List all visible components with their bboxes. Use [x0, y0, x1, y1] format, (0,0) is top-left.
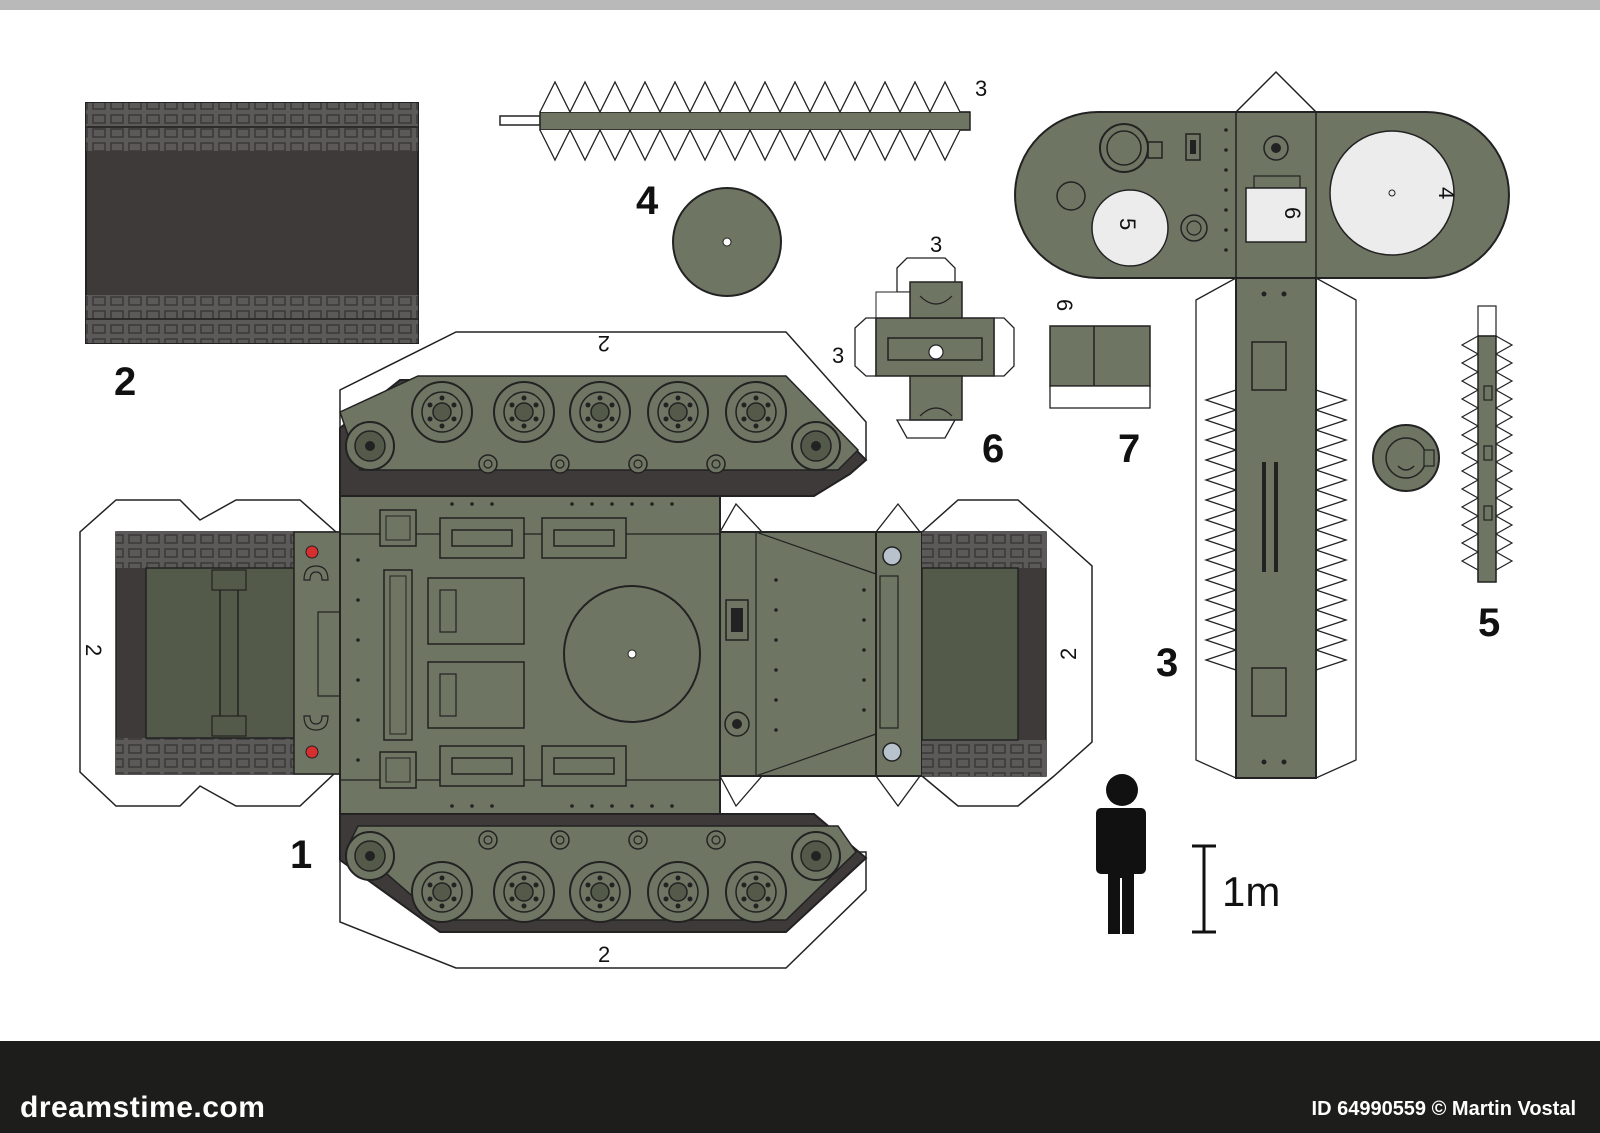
- scale-label: 1m: [1222, 868, 1280, 915]
- strip-mark-3: 3: [975, 76, 987, 101]
- footer-bar: dreamstime.com ID 64990559 © Martin Vost…: [0, 1041, 1600, 1133]
- top-strip: [0, 0, 1600, 10]
- part-6-net: [854, 257, 1015, 439]
- hull-mark-2-left: 2: [81, 644, 106, 656]
- part-7-box: [1049, 325, 1151, 409]
- part-2-label: 2: [114, 360, 136, 404]
- turret-mark-5: 5: [1115, 218, 1140, 230]
- part-7-mark-6: 6: [1052, 299, 1077, 311]
- part-5-label: 5: [1478, 601, 1500, 645]
- part-6-label: 6: [982, 427, 1004, 471]
- person-silhouette: [1096, 774, 1146, 934]
- hull-mark-2-bottom: 2: [598, 942, 610, 967]
- turret-mark-6: 6: [1280, 207, 1305, 219]
- part-5-strip: [1372, 305, 1514, 583]
- net-mark-3-top: 3: [930, 232, 942, 257]
- hull-mark-2-top: 2: [598, 331, 610, 356]
- part-4-strip: [499, 80, 971, 162]
- part-7-label: 7: [1118, 427, 1140, 471]
- part-2-track-sheet: [85, 102, 419, 344]
- part-1-label: 1: [290, 833, 312, 877]
- footer-brand[interactable]: dreamstime.com: [20, 1091, 266, 1124]
- part-3-label: 3: [1156, 641, 1178, 685]
- turret-mark-4: 4: [1434, 187, 1459, 199]
- net-mark-3-left: 3: [832, 343, 844, 368]
- scale-bar: [1192, 844, 1216, 934]
- hull-mark-2-right: 2: [1056, 648, 1081, 660]
- part-1-hull: [79, 331, 1093, 969]
- footer-credit: ID 64990559 © Martin Vostal: [1311, 1098, 1576, 1120]
- part-4-disc: [672, 187, 782, 297]
- part-3-turret: [1014, 70, 1510, 780]
- part-4-label: 4: [636, 179, 659, 223]
- paper-model-sheet: 2 3 4 3 3 6 6 7: [79, 70, 1514, 969]
